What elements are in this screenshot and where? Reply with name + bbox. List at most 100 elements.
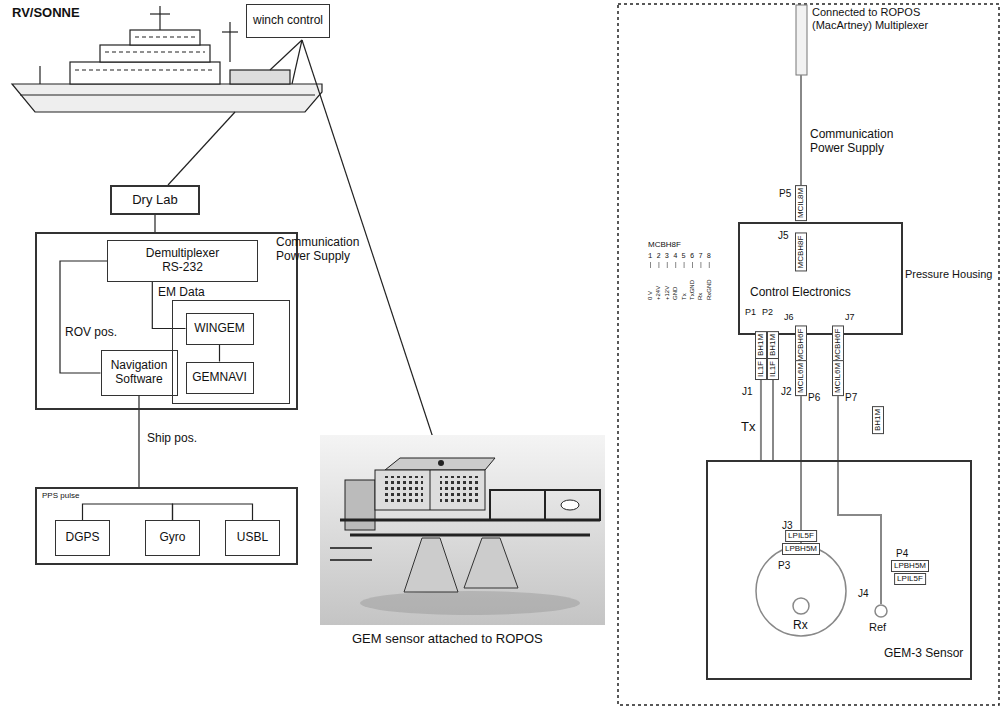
text-label: J7 <box>845 312 855 322</box>
control-box: winch control <box>246 4 330 38</box>
sensor-housing: GEM-3 Sensor Rx Ref <box>706 460 972 680</box>
pin-signal: 0 V <box>647 291 654 300</box>
dashed-panel <box>618 4 999 705</box>
text-label: Communication Power Supply <box>276 236 368 264</box>
connector-label: LPIL5F <box>894 573 926 585</box>
node-heading: Pressure Housing <box>905 268 992 281</box>
node-text: Demultiplexer <box>142 247 223 261</box>
text-label: J5 <box>778 230 789 242</box>
connector-label: MCIL6M <box>832 360 844 396</box>
process-box: DemultiplexerRS-232 <box>107 240 258 282</box>
text-label: P1 <box>745 307 756 317</box>
tether-cable <box>800 75 802 185</box>
node-text: USBL <box>233 531 272 545</box>
pressure-housing: Control ElectronicsPressure Housing <box>738 222 903 335</box>
tether-connector <box>796 5 807 75</box>
sensor-box: Gyro <box>145 520 200 556</box>
pin-signal: +12V <box>664 286 671 300</box>
node-heading: RS-232 <box>158 261 207 275</box>
text-label: Communication Power Supply <box>810 128 910 156</box>
connector-label: IL1F <box>767 358 779 380</box>
node-text: GEMNAVI <box>188 371 250 385</box>
text-label: Connected to ROPOS (MacArtney) Multiplex… <box>812 6 977 31</box>
text-label: P6 <box>808 392 820 404</box>
node-text: Dry Lab <box>128 193 182 208</box>
pin-signal: RxGND <box>706 279 713 300</box>
pin-signal: +24V <box>655 286 662 300</box>
lab-box: Dry Lab <box>110 185 200 215</box>
group-box: DemultiplexerRS-232Navigation SoftwareWI… <box>35 232 298 410</box>
connector-label: LPIL5F <box>785 530 817 542</box>
pin-tick <box>684 262 685 268</box>
text-label: J4 <box>858 588 869 600</box>
text-label: J2 <box>781 386 792 398</box>
node-text: Ref <box>869 621 886 634</box>
pin-ticks <box>651 262 710 268</box>
coil-outline <box>874 604 888 618</box>
group-box: WINGEM GEMNAVI <box>172 300 290 404</box>
node-text: PPS pulse <box>42 491 79 500</box>
process-box: Navigation Software <box>101 350 178 396</box>
connector-line <box>173 504 253 520</box>
sensor-box: USBL <box>225 520 280 556</box>
connector-label: LPBH5M <box>782 543 820 555</box>
rx-inner-coil <box>793 598 809 614</box>
connector-label: MCIL8M <box>795 185 807 221</box>
text-label: P3 <box>778 560 790 572</box>
process-box: WINGEM <box>186 313 254 345</box>
node-text: WINGEM <box>190 322 249 336</box>
ref-coil: Ref <box>874 604 888 618</box>
pin-tick <box>709 262 710 268</box>
text-label: RV/SONNE <box>12 6 80 21</box>
connector-line <box>154 215 155 232</box>
text-label: J1 <box>742 386 753 398</box>
pin-signal: GND <box>672 287 679 300</box>
text-label: P4 <box>896 548 908 560</box>
node-text: Navigation Software <box>102 359 177 387</box>
pin-tick <box>650 262 651 268</box>
group-box: PPS pulseDGPS Gyro USBL <box>35 487 298 565</box>
edge-label: Tx <box>740 420 756 435</box>
connector-label: BH1M <box>872 406 884 434</box>
connector-label: MCIL6M <box>795 360 807 396</box>
connector-label: LPBH5M <box>891 560 929 572</box>
connector-line <box>219 345 220 362</box>
node-text: DGPS <box>61 531 103 545</box>
process-box: GEMNAVI <box>186 362 254 394</box>
connector-label: MCBH6F <box>795 326 807 365</box>
node-text: Gyro <box>155 531 189 545</box>
text-label: GEM sensor attached to ROPOS <box>352 632 543 647</box>
edge-label: Ship pos. <box>146 432 198 446</box>
text-label: P5 <box>779 188 791 200</box>
pin-tick <box>675 262 676 268</box>
coil-circle <box>875 605 887 617</box>
node-text: Rx <box>793 619 808 633</box>
node-text: Control Electronics <box>750 286 851 300</box>
pin-signal: Tx <box>681 293 688 300</box>
pin-tick <box>658 262 659 268</box>
edge-label: EM Data <box>157 286 206 300</box>
pin-signal: TxGND <box>689 280 696 300</box>
rx-coil: Rx <box>755 545 847 637</box>
text-label: J6 <box>784 312 794 322</box>
text-label: P2 <box>762 307 773 317</box>
connector-label: BH1M <box>755 331 767 359</box>
text-label: MCBH8F <box>648 240 681 249</box>
pin-tick <box>692 262 693 268</box>
coil-circle <box>756 546 846 636</box>
connector-line <box>838 335 881 604</box>
node-text: GEM-3 Sensor <box>884 647 963 661</box>
sensor-box: DGPS <box>55 520 110 556</box>
edge-label: ROV pos. <box>64 326 118 340</box>
pin-signal: Rx <box>697 293 704 300</box>
connector-label: IL1F <box>755 358 767 380</box>
text-label: 1 2 3 4 5 6 7 8 <box>648 252 711 260</box>
connector-line <box>83 504 173 520</box>
pin-tick <box>700 262 701 268</box>
pin-tick <box>667 262 668 268</box>
rov-illustration <box>320 435 605 625</box>
text-label: P7 <box>845 392 857 404</box>
connector-label: MCBH6F <box>832 326 844 365</box>
